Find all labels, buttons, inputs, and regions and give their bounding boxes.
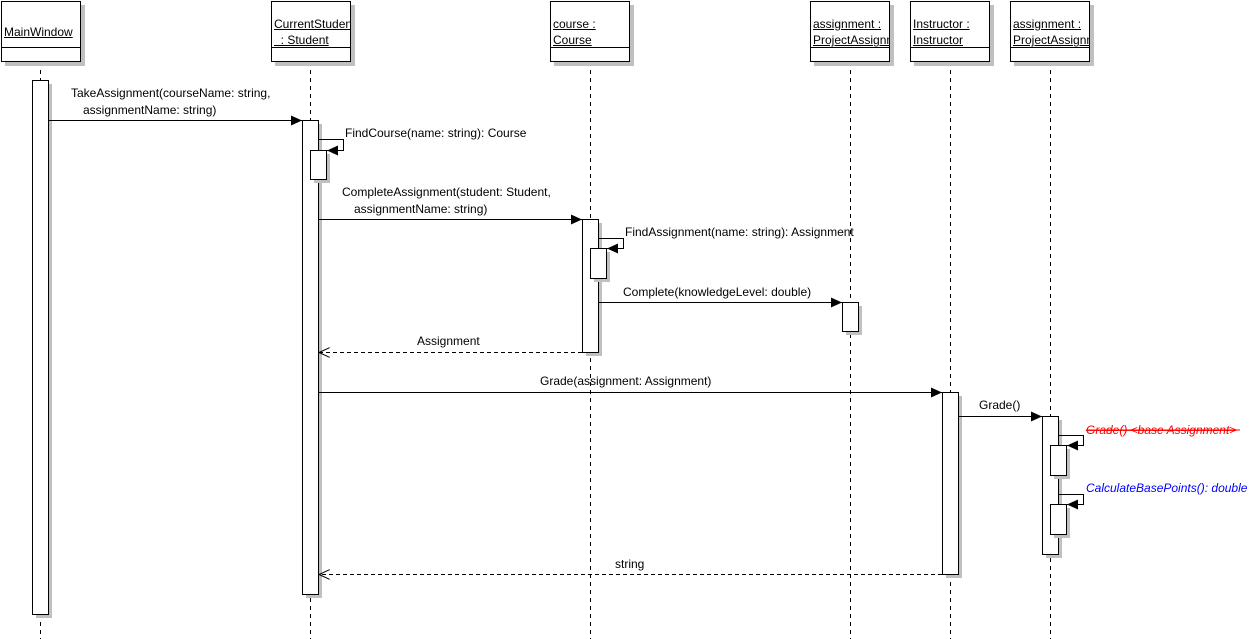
lifeline-name: assignment :ProjectAssignment bbox=[1013, 17, 1089, 47]
divider bbox=[1011, 47, 1089, 48]
msg-find-course-arrow bbox=[319, 139, 344, 156]
lifeline-name: Instructor :Instructor bbox=[913, 17, 970, 47]
msg-find-course-label: FindCourse(name: string): Course bbox=[345, 126, 527, 140]
msg-take-assignment-label-1: TakeAssignment(courseName: string, bbox=[71, 86, 270, 100]
lifeline-name: CurrentStudent : Student bbox=[274, 17, 351, 47]
msg-grade-label: Grade() bbox=[979, 398, 1020, 412]
lifeline-header-instructor[interactable]: Instructor :Instructor bbox=[910, 1, 990, 62]
lifeline-header-assignment-2[interactable]: assignment :ProjectAssignment bbox=[1010, 1, 1090, 62]
activation-calculate-base-points bbox=[1050, 504, 1067, 535]
msg-complete-label: Complete(knowledgeLevel: double) bbox=[623, 285, 811, 299]
msg-calculate-base-points-arrow bbox=[1059, 494, 1084, 510]
lifeline-header-current-student[interactable]: CurrentStudent : Student bbox=[271, 1, 351, 62]
msg-calculate-base-points-label: CalculateBasePoints(): double bbox=[1086, 481, 1248, 495]
activation-find-course bbox=[310, 150, 327, 180]
msg-return-string-label: string bbox=[615, 557, 644, 571]
msg-grade-instructor-label: Grade(assignment: Assignment) bbox=[540, 374, 711, 388]
msg-take-assignment-label-2: assignmentName: string) bbox=[83, 103, 216, 117]
lifeline-name: MainWindow bbox=[4, 25, 73, 39]
lifeline-name: course :Course bbox=[553, 17, 596, 47]
divider bbox=[911, 47, 989, 48]
msg-complete-assignment-label-1: CompleteAssignment(student: Student, bbox=[342, 185, 551, 199]
msg-find-assignment-label: FindAssignment(name: string): Assignment bbox=[625, 225, 854, 239]
divider bbox=[272, 47, 350, 48]
msg-find-assignment-arrow bbox=[599, 238, 624, 254]
activation-current-student bbox=[302, 120, 319, 595]
activation-find-assignment bbox=[590, 248, 607, 279]
msg-return-assignment-label: Assignment bbox=[417, 334, 480, 348]
lifeline-header-course[interactable]: course :Course bbox=[550, 1, 630, 62]
divider bbox=[2, 47, 80, 48]
lifeline-name: assignment :ProjectAssignment bbox=[813, 17, 889, 47]
lifeline-header-assignment-1[interactable]: assignment :ProjectAssignment bbox=[810, 1, 890, 62]
divider bbox=[551, 47, 629, 48]
divider bbox=[811, 47, 889, 48]
activation-main-window bbox=[32, 80, 49, 615]
activation-grade-base bbox=[1050, 445, 1067, 476]
msg-complete-assignment-label-2: assignmentName: string) bbox=[354, 202, 487, 216]
msg-grade-base-arrow bbox=[1059, 435, 1084, 451]
lifeline-header-main-window[interactable]: MainWindow bbox=[1, 1, 81, 62]
activation-instructor bbox=[942, 392, 959, 575]
activation-assignment-1 bbox=[842, 302, 859, 332]
activation-course bbox=[582, 219, 599, 353]
